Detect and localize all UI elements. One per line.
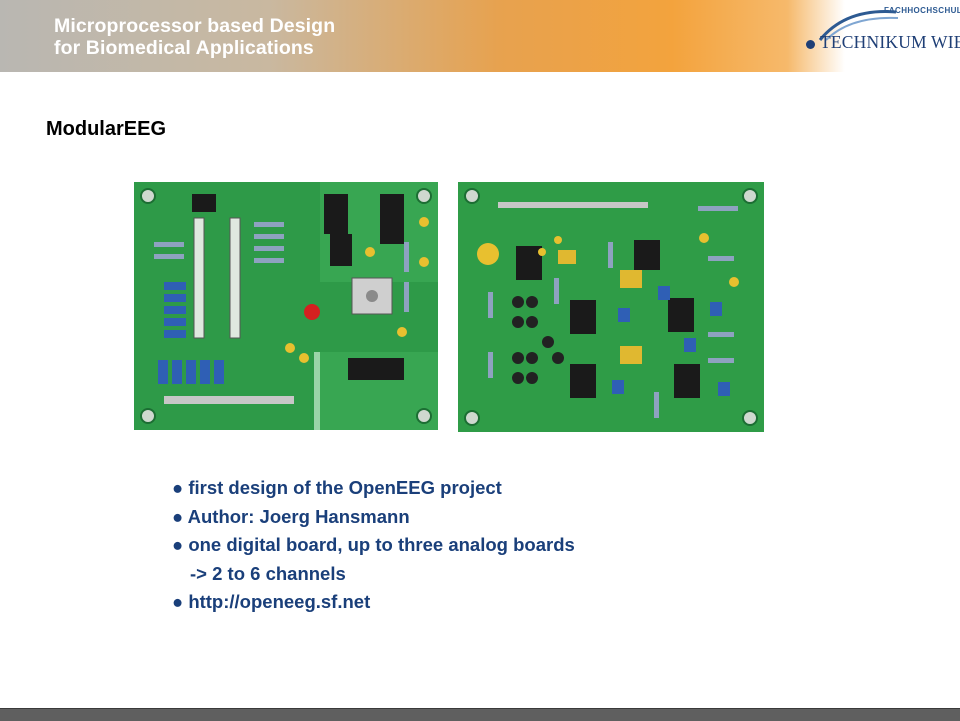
- bullet-item: ● one digital board, up to three analog …: [172, 534, 575, 556]
- course-title-line-1: Microprocessor based Design: [54, 15, 336, 37]
- course-title: Microprocessor based Design for Biomedic…: [54, 15, 335, 59]
- digital-board-photo: [134, 182, 438, 430]
- bullet-list: ● first design of the OpenEEG project ● …: [172, 474, 575, 617]
- slide-title: ModularEEG: [46, 118, 167, 140]
- bullet-item-link[interactable]: ● http://openeeg.sf.net: [172, 591, 371, 613]
- bullet-item-continuation: -> 2 to 6 channels: [190, 562, 346, 584]
- pcb-analog-board-icon: [458, 182, 764, 432]
- bullet-item: ● Author: Joerg Hansmann: [172, 505, 410, 527]
- logo-arc-icon: [818, 10, 899, 41]
- course-title-line-2: for Biomedical Applications: [54, 37, 314, 59]
- technikum-wien-logo: FACHHOCHSCHULE TECHNIKUM WIEN: [806, 6, 960, 68]
- analog-board-photo: [458, 182, 764, 432]
- bullet-item: ● first design of the OpenEEG project: [172, 477, 502, 498]
- footer-bar: [0, 708, 960, 721]
- header-banner: Microprocessor based Design for Biomedic…: [0, 0, 960, 72]
- pcb-digital-board-icon: [134, 182, 438, 430]
- logo-main-text: TECHNIKUM WIEN: [820, 32, 960, 52]
- logo-small-text: FACHHOCHSCHULE: [884, 6, 960, 15]
- logo-dot-icon: [806, 40, 815, 49]
